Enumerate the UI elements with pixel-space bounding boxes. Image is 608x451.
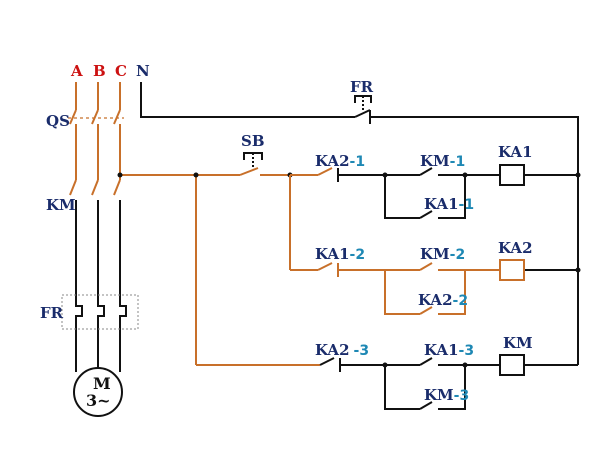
supply-lines — [69, 82, 121, 196]
coil-ka2-label: KA2 — [498, 239, 533, 257]
r1-ka2-label: KA2-1 — [315, 152, 365, 170]
phase-a-label: A — [70, 62, 83, 80]
power-circuit: A B C N QS KM — [40, 62, 150, 417]
km-main-label: KM — [46, 196, 76, 214]
motor-phase-label: 3~ — [86, 391, 111, 410]
ka2-coil — [499, 259, 525, 281]
km-coil — [499, 354, 525, 376]
fr-main-label: FR — [40, 304, 64, 322]
ka1-coil — [499, 164, 525, 186]
fr-contact-label: FR — [350, 78, 374, 96]
junction-c — [117, 172, 123, 178]
rung-3: KA2-3 KA1-3 KM-3 KM — [315, 334, 578, 410]
sb-button — [243, 152, 263, 168]
neutral-label: N — [136, 62, 150, 80]
r1-km-label: KM-1 — [420, 152, 465, 170]
r2-km-label: KM-2 — [420, 245, 465, 263]
control-supply — [120, 167, 320, 366]
r3-km-label: KM-3 — [424, 386, 469, 404]
rung-2: KA1-2 KM-2 KA2-2 KA2 — [290, 239, 581, 315]
phase-c-label: C — [115, 62, 127, 80]
control-circuit: FR SB — [117, 78, 581, 410]
r1-ka1-label: KA1-1 — [424, 195, 474, 213]
motor-symbol — [73, 367, 123, 417]
junction-sb — [193, 172, 199, 178]
r2-ka2-label: KA2-2 — [418, 291, 468, 309]
rung-1: KA2-1 KM-1 KA1-1 KA1 — [289, 143, 581, 270]
fr-thermal-box — [61, 294, 139, 330]
sb-label: SB — [241, 132, 265, 150]
motor-m-label: M — [93, 374, 111, 393]
motor-feed-lines — [75, 200, 127, 372]
qs-label: QS — [46, 112, 70, 130]
phase-b-label: B — [93, 62, 106, 80]
r3-ka2-label: KA2-3 — [315, 341, 369, 359]
coil-km-label: KM — [503, 334, 533, 352]
neutral-line — [140, 82, 579, 365]
r2-ka1-label: KA1-2 — [315, 245, 365, 263]
coil-ka1-label: KA1 — [498, 143, 533, 161]
r3-ka1-label: KA1-3 — [424, 341, 474, 359]
